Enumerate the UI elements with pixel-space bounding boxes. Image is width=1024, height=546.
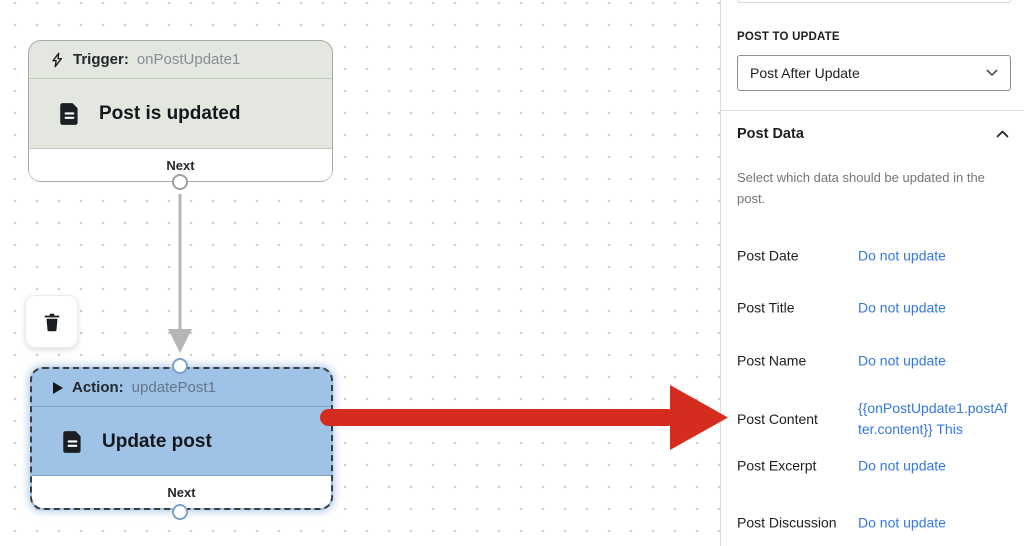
- red-annotation-arrow: [320, 385, 728, 450]
- trash-icon: [41, 311, 63, 333]
- row-label: Post Date: [737, 247, 799, 264]
- post-data-row: Post Name Do not update: [737, 351, 1011, 372]
- row-label: Post Title: [737, 299, 795, 316]
- action-next-button[interactable]: Next: [32, 475, 331, 508]
- action-title: Update post: [102, 431, 212, 452]
- action-node-header: Action: updatePost1: [32, 369, 331, 407]
- trigger-id: onPostUpdate1: [136, 51, 241, 68]
- action-node-body: Update post: [32, 407, 331, 477]
- action-id: updatePost1: [131, 379, 216, 396]
- post-data-row: Post Date Do not update: [737, 246, 1011, 267]
- delete-node-button[interactable]: [25, 295, 78, 348]
- post-data-section-title: Post Data: [737, 126, 804, 142]
- post-data-row: Post Excerpt Do not update: [737, 456, 1011, 477]
- trigger-title: Post is updated: [99, 103, 241, 124]
- workflow-canvas[interactable]: Trigger: onPostUpdate1 Post is updated N…: [0, 0, 728, 546]
- chevron-up-icon: [996, 130, 1009, 138]
- play-icon: [52, 381, 64, 395]
- post-to-update-label: POST TO UPDATE: [737, 31, 840, 43]
- row-value-link[interactable]: Do not update: [858, 514, 946, 531]
- post-data-row: Post Content {{onPostUpdate1.postAfter.c…: [737, 398, 1011, 440]
- row-label: Post Excerpt: [737, 457, 817, 474]
- action-output-port[interactable]: [172, 504, 188, 520]
- cutoff-field-above: [737, 0, 1011, 3]
- connector-arrow: [168, 194, 192, 353]
- post-data-row: Post Title Do not update: [737, 298, 1011, 319]
- row-label: Post Discussion: [737, 514, 837, 531]
- post-to-update-select[interactable]: Post After Update: [737, 55, 1011, 91]
- post-data-section-toggle[interactable]: Post Data: [721, 120, 1024, 148]
- trigger-next-label: Next: [166, 157, 195, 173]
- post-data-row: Post Discussion Do not update: [737, 513, 1011, 534]
- trigger-node-header: Trigger: onPostUpdate1: [29, 41, 332, 79]
- document-icon: [57, 101, 83, 127]
- action-node[interactable]: Action: updatePost1 Update post Next: [30, 367, 333, 510]
- row-value-link[interactable]: Do not update: [858, 247, 946, 264]
- trigger-output-port[interactable]: [172, 174, 188, 190]
- settings-panel: POST TO UPDATE Post After Update Post Da…: [720, 0, 1024, 546]
- trigger-type-label: Trigger:: [73, 51, 129, 68]
- chevron-down-icon: [986, 69, 998, 77]
- row-label: Post Content: [737, 410, 818, 427]
- post-data-description: Select which data should be updated in t…: [737, 170, 985, 206]
- action-input-port[interactable]: [172, 358, 188, 374]
- action-next-label: Next: [167, 484, 196, 500]
- row-value-link[interactable]: {{onPostUpdate1.postAfter.content}} This: [858, 400, 1008, 437]
- lightning-icon: [49, 52, 65, 68]
- row-value-link[interactable]: Do not update: [858, 352, 946, 369]
- row-value-link[interactable]: Do not update: [858, 299, 946, 316]
- row-value-link[interactable]: Do not update: [858, 457, 946, 474]
- action-type-label: Action:: [72, 379, 124, 396]
- row-label: Post Name: [737, 352, 807, 369]
- document-icon: [60, 429, 86, 455]
- trigger-node[interactable]: Trigger: onPostUpdate1 Post is updated N…: [28, 40, 333, 182]
- panel-divider: [721, 110, 1024, 111]
- post-to-update-selected-value: Post After Update: [750, 65, 860, 81]
- trigger-node-body: Post is updated: [29, 79, 332, 149]
